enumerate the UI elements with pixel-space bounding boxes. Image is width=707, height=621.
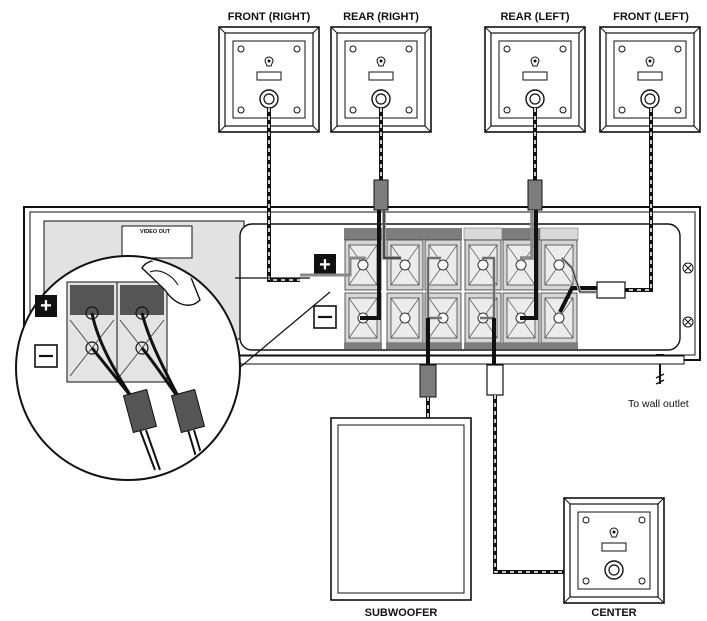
- svg-text:+: +: [40, 295, 52, 317]
- label-rear-left: REAR (LEFT): [500, 11, 569, 23]
- cable-front-left-plug: [558, 256, 626, 313]
- label-wall-outlet: To wall outlet: [628, 398, 689, 410]
- cable-rear-left: [520, 108, 543, 320]
- speaker-center: [563, 497, 665, 604]
- cable-rear-right: [300, 108, 401, 320]
- label-front-left: FRONT (LEFT): [613, 11, 689, 23]
- minus-marker-inset: [34, 344, 58, 368]
- label-subwoofer: SUBWOOFER: [365, 607, 438, 619]
- zoom-inset-detail: +: [34, 259, 207, 471]
- label-video-out: VIDEO OUT: [140, 229, 171, 235]
- cable-front-right: [267, 108, 300, 282]
- label-front-right: FRONT (RIGHT): [228, 11, 311, 23]
- label-center: CENTER: [591, 607, 636, 619]
- label-rear-right: REAR (RIGHT): [343, 11, 419, 23]
- speaker-terminal-block: [344, 227, 579, 349]
- cable-front-left: [625, 108, 653, 292]
- power-cord: [655, 364, 665, 385]
- plus-marker-inset: +: [35, 295, 57, 317]
- minus-marker-receiver: [313, 305, 337, 329]
- svg-text:+: +: [319, 254, 331, 276]
- plus-marker-receiver: +: [314, 254, 336, 276]
- subwoofer-unit: [330, 417, 472, 601]
